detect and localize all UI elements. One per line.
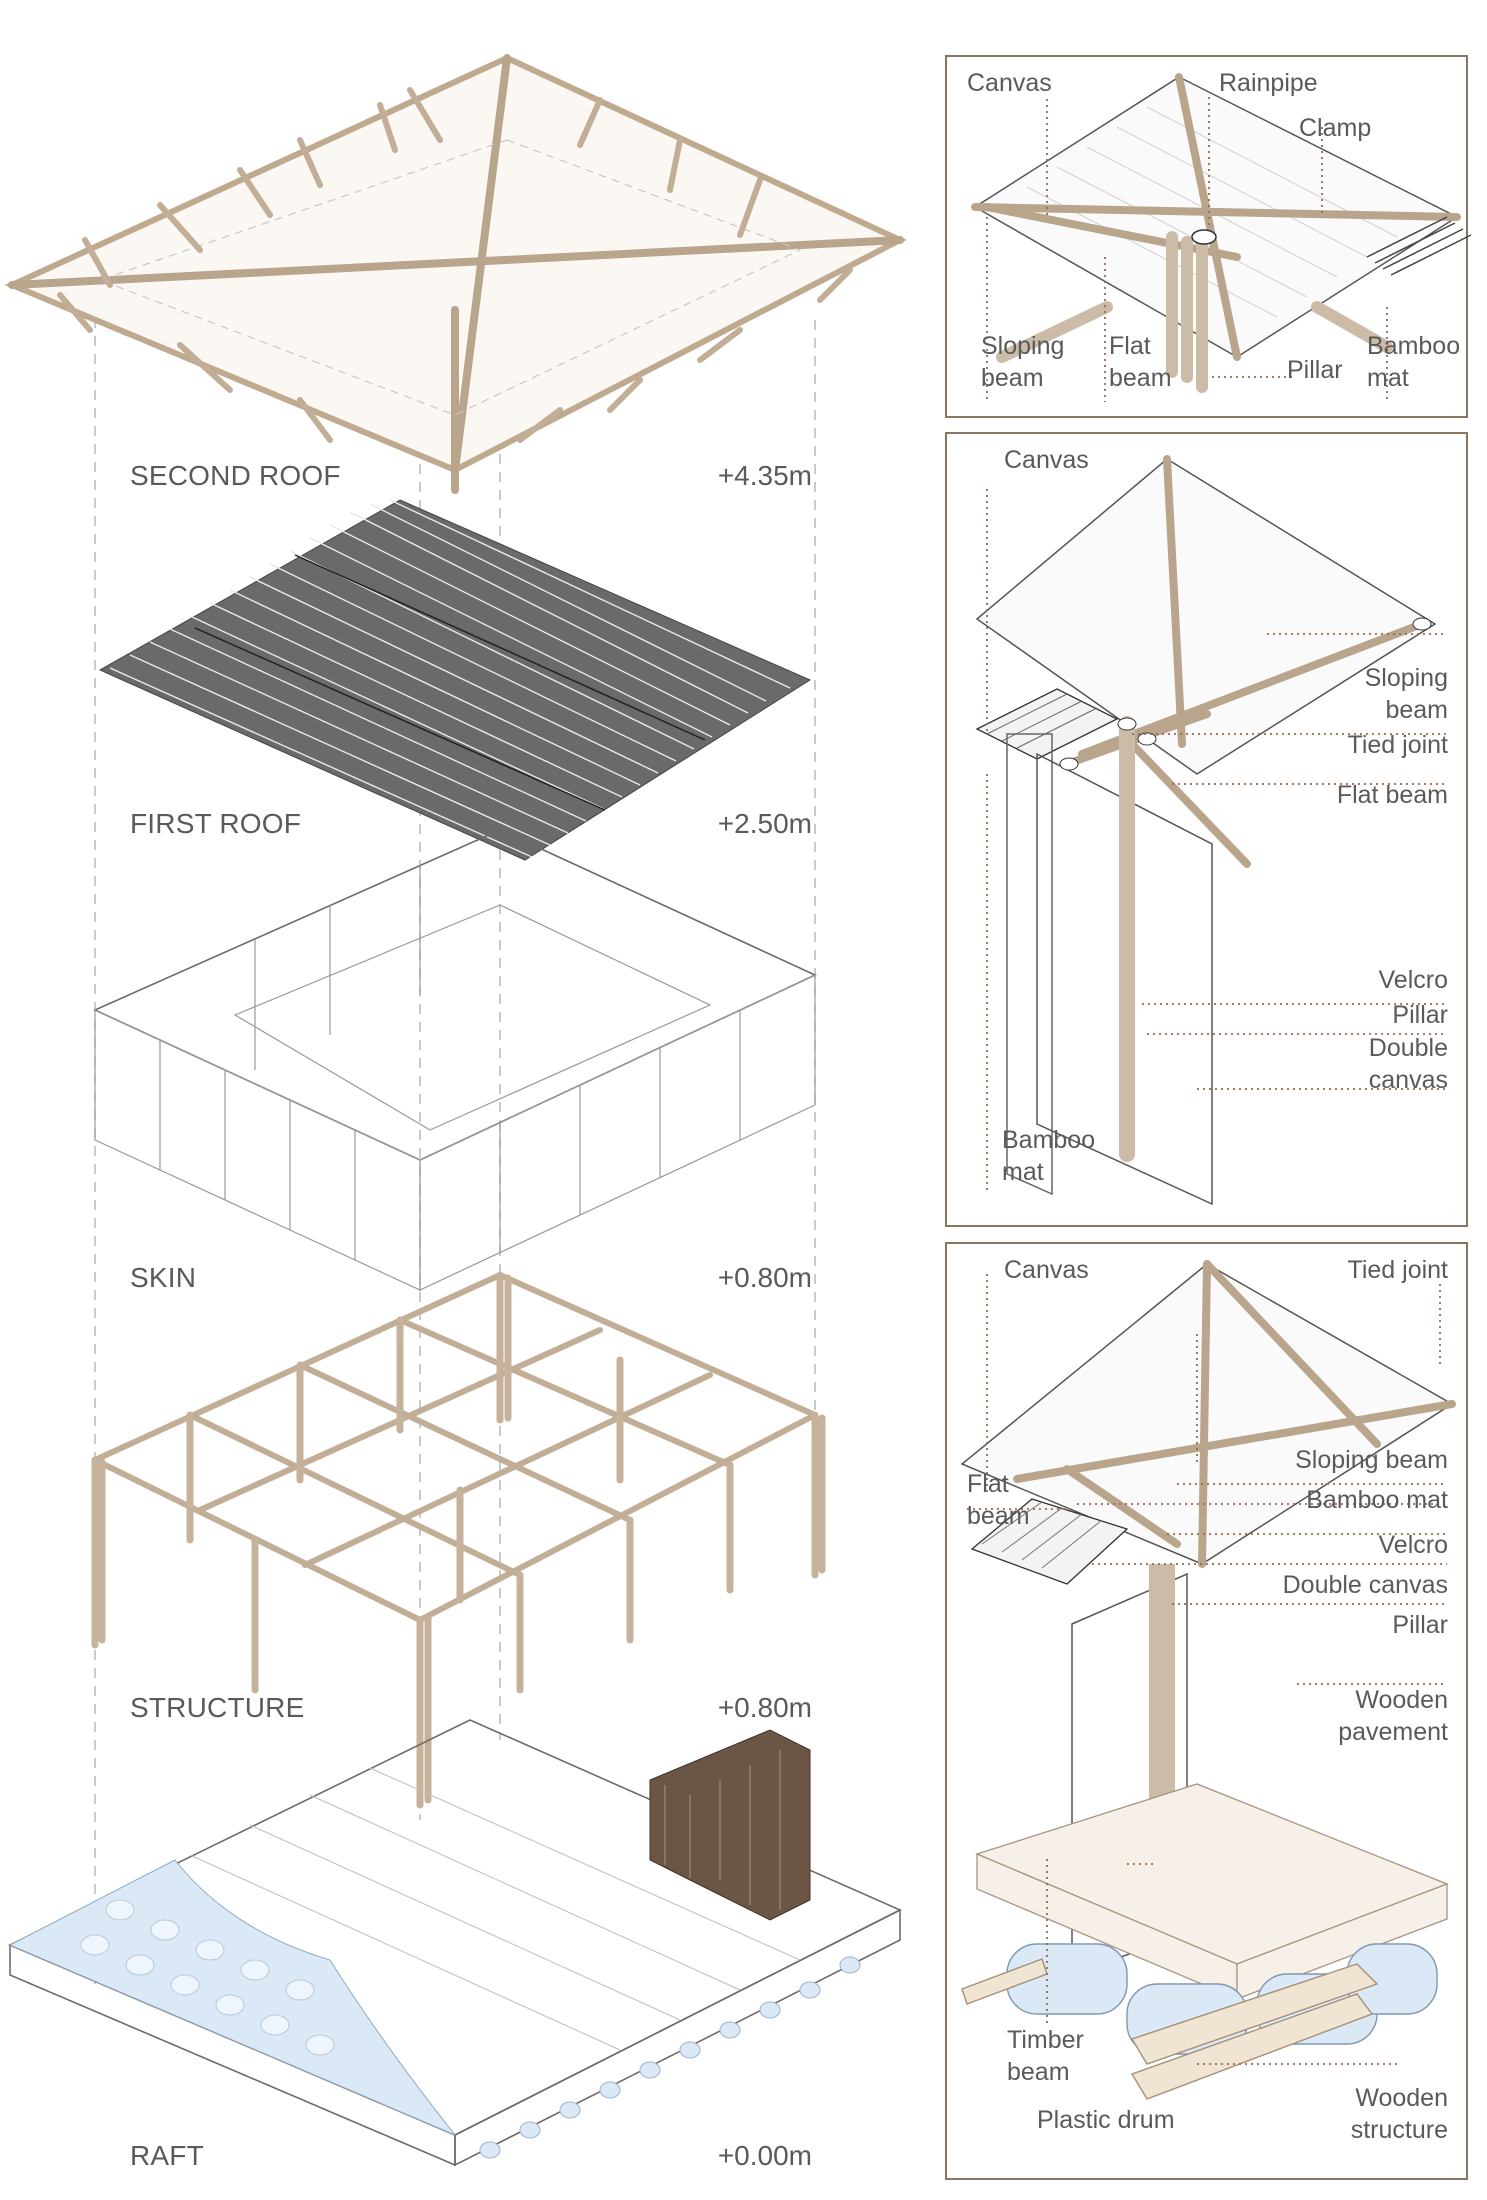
exploded-axonometric [4,54,907,2167]
layer-elevation-second-roof: +4.35m [717,460,812,491]
raft-drawing [8,1719,902,2167]
callout-plastic-drum: Plastic drum [1037,2106,1175,2134]
layer-label-second-roof: SECOND ROOF [130,460,341,491]
callout-canvas: Canvas [967,69,1052,97]
structure-drawing [91,1271,826,1809]
layer-label-skin: SKIN [130,1262,197,1293]
callout-velcro: Velcro [1378,966,1448,994]
detail-panel-roof-joint: Canvas Rainpipe Clamp Sloping beam Flat … [945,55,1472,418]
callout-timber-beam: Timber beam [1007,2026,1084,2086]
layer-label-first-roof: FIRST ROOF [130,808,302,839]
callout-tied-joint: Tied joint [1347,731,1448,759]
callout-double-canvas: Double canvas [1282,1571,1448,1599]
callout-wooden-structure: Wooden structure [1350,2084,1448,2144]
callout-bamboo-mat: Bamboo mat [1367,332,1461,392]
callout-pillar: Pillar [1392,1611,1448,1639]
callout-flat-beam: Flat beam [967,1470,1030,1530]
callout-sloping-beam: Sloping beam [1295,1446,1448,1474]
layer-label-structure: STRUCTURE [130,1692,305,1723]
callout-canvas: Canvas [1004,1256,1089,1284]
layer-elevation-structure: +0.80m [717,1692,812,1723]
callout-wooden-pavement: Wooden pavement [1338,1686,1448,1746]
detail-panel-base-joint: Canvas Tied joint Sloping beam Bamboo ma… [945,1242,1468,2180]
callout-flat-beam: Flat beam [1336,781,1448,809]
callout-double-canvas: Double canvas [1368,1034,1448,1094]
callout-rainpipe: Rainpipe [1219,69,1318,97]
callout-bamboo-mat: Bamboo mat [1306,1486,1448,1514]
callout-sloping-beam: Sloping beam [981,332,1065,392]
callout-velcro: Velcro [1378,1531,1448,1559]
callout-pillar: Pillar [1392,1001,1448,1029]
callout-clamp: Clamp [1299,114,1372,142]
skin-drawing [93,829,817,1291]
callout-bamboo-mat: Bamboo mat [1002,1126,1096,1186]
roof-joint-drawing [971,73,1472,402]
callout-canvas: Canvas [1004,446,1089,474]
callout-sloping-beam: Sloping beam [1364,664,1448,724]
layer-elevation-first-roof: +2.50m [717,808,812,839]
callout-pillar: Pillar [1287,356,1343,384]
second-roof-drawing [4,54,907,494]
callout-tied-joint: Tied joint [1347,1256,1448,1284]
callout-flat-beam: Flat beam [1109,332,1172,392]
detail-panel-wall-joint: Canvas Sloping beam Tied joint Flat beam… [945,432,1468,1227]
wall-joint-drawing [975,455,1447,1206]
layer-elevation-raft: +0.00m [717,2140,812,2171]
first-roof-drawing [98,499,812,861]
layer-elevation-skin: +0.80m [717,1262,812,1293]
layer-label-raft: RAFT [130,2140,204,2171]
base-joint-drawing [960,1260,1456,2100]
